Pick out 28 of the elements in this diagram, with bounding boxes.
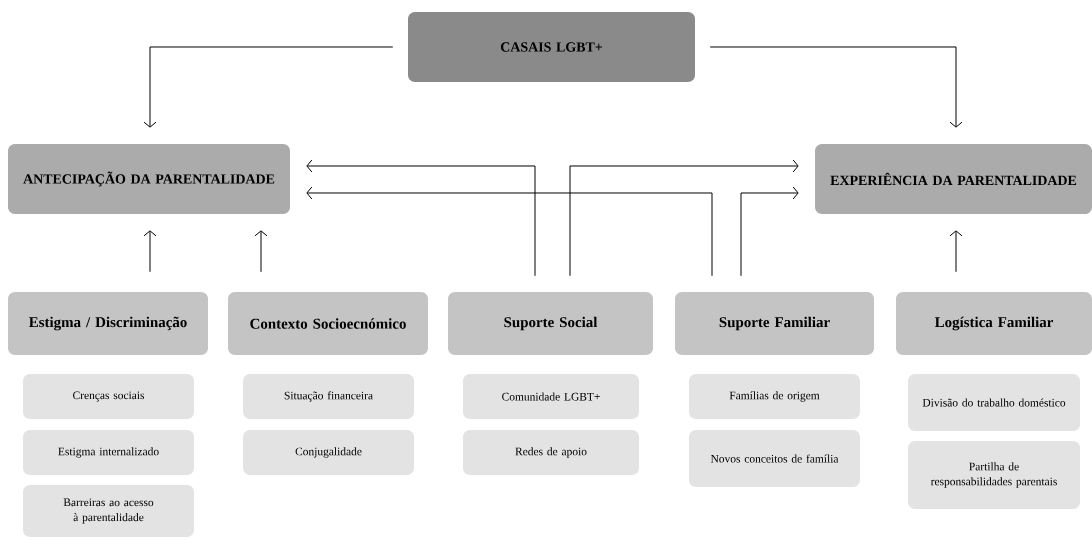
category-box: Estigma / Discriminação [8, 292, 208, 355]
arrow [949, 230, 963, 273]
item-box: Situação financeira [243, 374, 414, 419]
item-box: Novos conceitos de família [689, 430, 860, 487]
category-box: Suporte Social [448, 292, 653, 355]
category-box: Suporte Familiar [675, 292, 874, 355]
arrow [143, 230, 157, 273]
arrow [569, 159, 799, 277]
item-box: Comunidade LGBT+ [463, 374, 639, 419]
item-box: Partilha de responsabilidades parentais [908, 441, 1080, 509]
item-box: Redes de apoio [463, 430, 639, 475]
item-box: Conjugalidade [243, 430, 414, 475]
category-box: Contexto Socioecnómico [228, 292, 428, 355]
arrow [254, 230, 268, 273]
arrow [306, 186, 713, 277]
item-box: Famílias de origem [689, 374, 860, 419]
category-box: Logística Familiar [896, 292, 1092, 355]
item-box: Barreiras ao acesso à parentalidade [23, 485, 194, 537]
arrow [709, 46, 963, 128]
outcome-box: ANTECIPAÇÃO DA PARENTALIDADE [8, 144, 290, 214]
item-box: Divisão do trabalho doméstico [908, 374, 1080, 431]
arrow [143, 46, 394, 128]
item-box: Estigma internalizado [23, 430, 194, 475]
item-box: Crenças sociais [23, 374, 194, 419]
root-box: CASAIS LGBT+ [408, 12, 695, 82]
outcome-box: EXPERIÊNCIA DA PARENTALIDADE [815, 144, 1092, 214]
arrow [740, 186, 799, 277]
arrow [306, 159, 536, 277]
